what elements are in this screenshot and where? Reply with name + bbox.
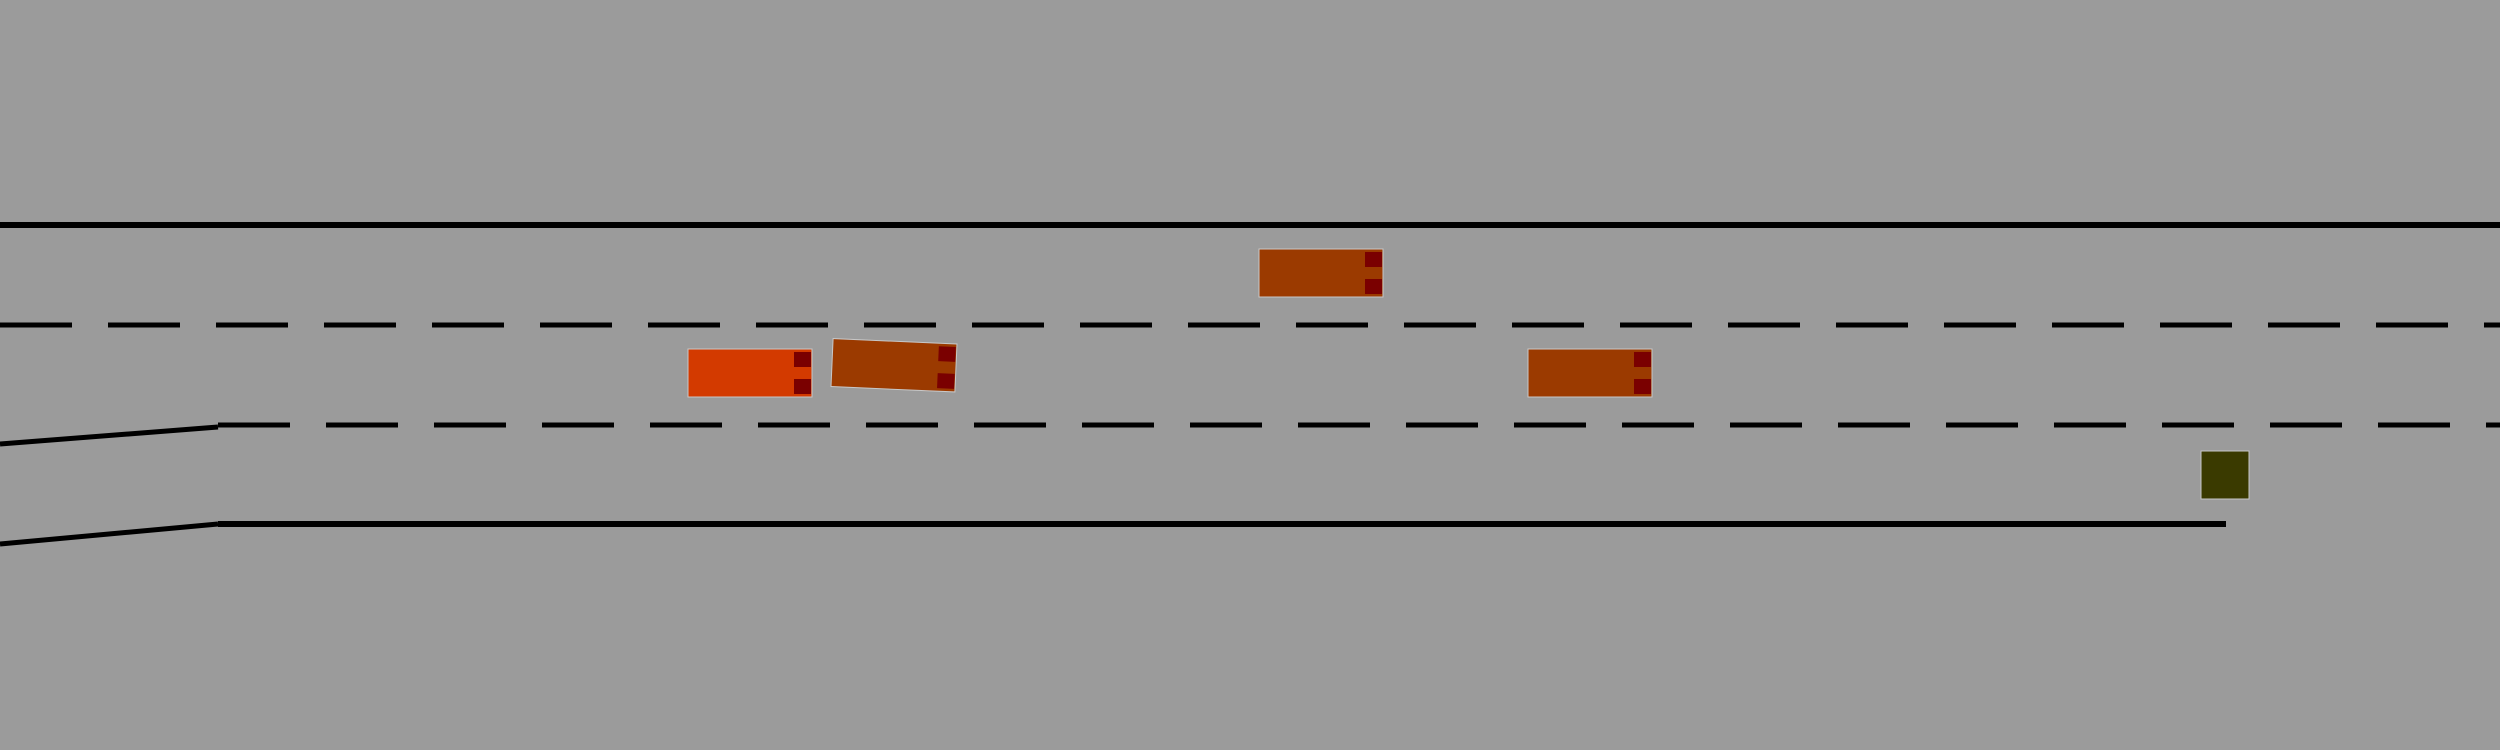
road-markings (0, 222, 2500, 547)
vehicle-body (830, 338, 958, 393)
road-obstacle (2200, 450, 2250, 500)
ego-vehicle-body (687, 348, 813, 398)
tail-light-left (1365, 252, 1382, 267)
tail-light-right (1365, 279, 1382, 294)
tail-light-right (1634, 379, 1651, 394)
vehicle-top-lane (1258, 248, 1384, 298)
vehicle-merging (830, 338, 958, 393)
on-ramp-merge-line (0, 424, 219, 447)
tail-light-left (794, 352, 811, 367)
tail-light-right (794, 379, 811, 394)
on-ramp-edge (0, 521, 219, 547)
tail-light-right (937, 373, 955, 389)
tail-light-left (1634, 352, 1651, 367)
vehicle-middle-lane-ahead (1527, 348, 1653, 398)
ego-vehicle (687, 348, 813, 398)
vehicle-body (1527, 348, 1653, 398)
vehicle-body (1258, 248, 1384, 298)
tail-light-left (938, 346, 956, 362)
